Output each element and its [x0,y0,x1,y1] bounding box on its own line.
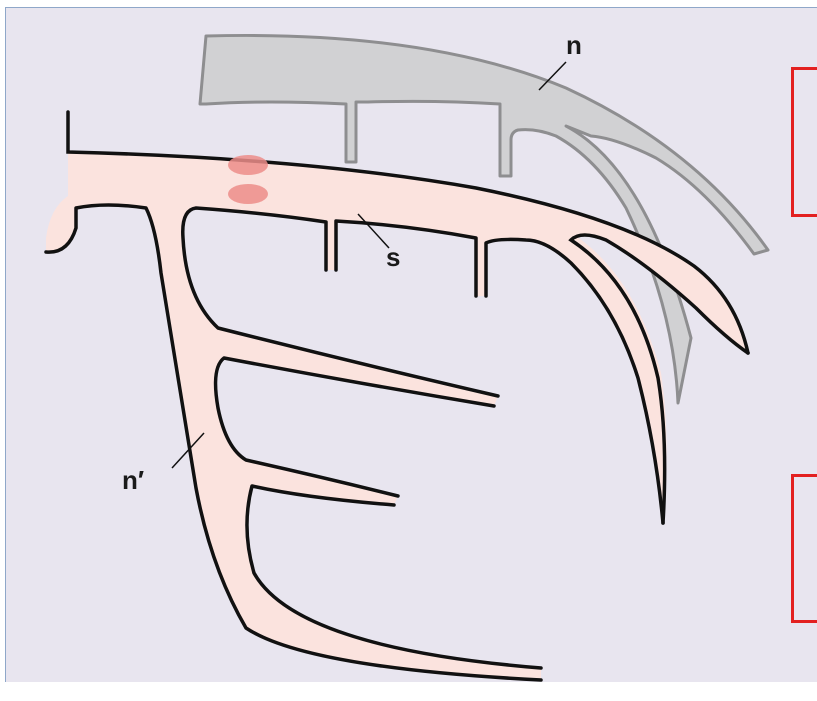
pink-structure [46,112,748,680]
label-s: s [386,242,400,272]
label-n: n [566,30,582,60]
legend-box-lower [791,474,817,623]
contact-spot-lower [228,184,268,204]
label-n-prime: n′ [122,465,144,495]
figure-panel: n s n′ [5,7,817,682]
contact-spot-upper [228,155,268,175]
legend-box-upper [791,67,817,217]
diagram-svg: n s n′ [6,8,817,682]
